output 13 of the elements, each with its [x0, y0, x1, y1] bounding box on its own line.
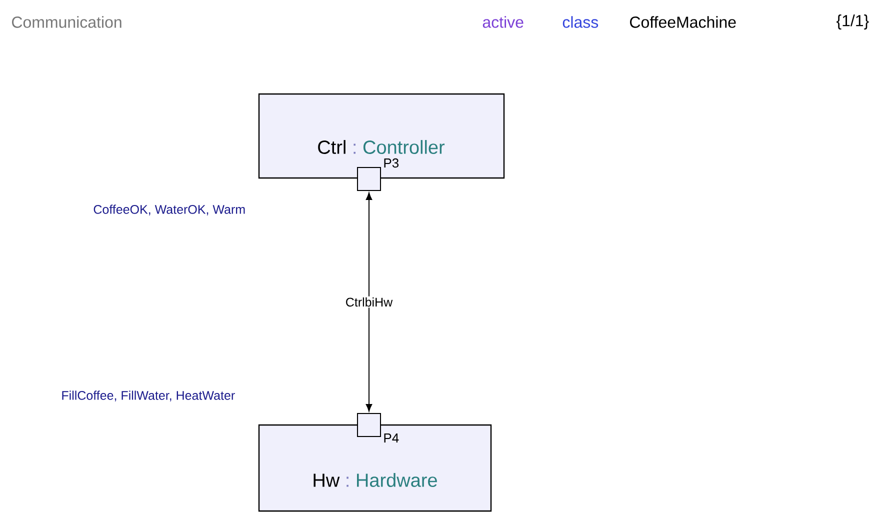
- connector-arrow: [366, 192, 372, 412]
- port-square: [357, 413, 381, 437]
- header-text: class: [562, 16, 598, 28]
- signal-list: CoffeeOK, WaterOK, Warm: [94, 204, 245, 216]
- port-label: P4: [384, 434, 399, 442]
- edge-label: CtrlbiHw: [346, 297, 393, 307]
- header-text: {1/1}: [836, 14, 869, 30]
- signal-list: FillCoffee, FillWater, HeatWater: [62, 390, 235, 402]
- port-label: P3: [384, 158, 399, 168]
- header-text: active: [482, 16, 524, 28]
- header-text: CoffeeMachine: [630, 16, 736, 28]
- port-square: [357, 167, 381, 191]
- diagram-title: Communication: [12, 16, 122, 28]
